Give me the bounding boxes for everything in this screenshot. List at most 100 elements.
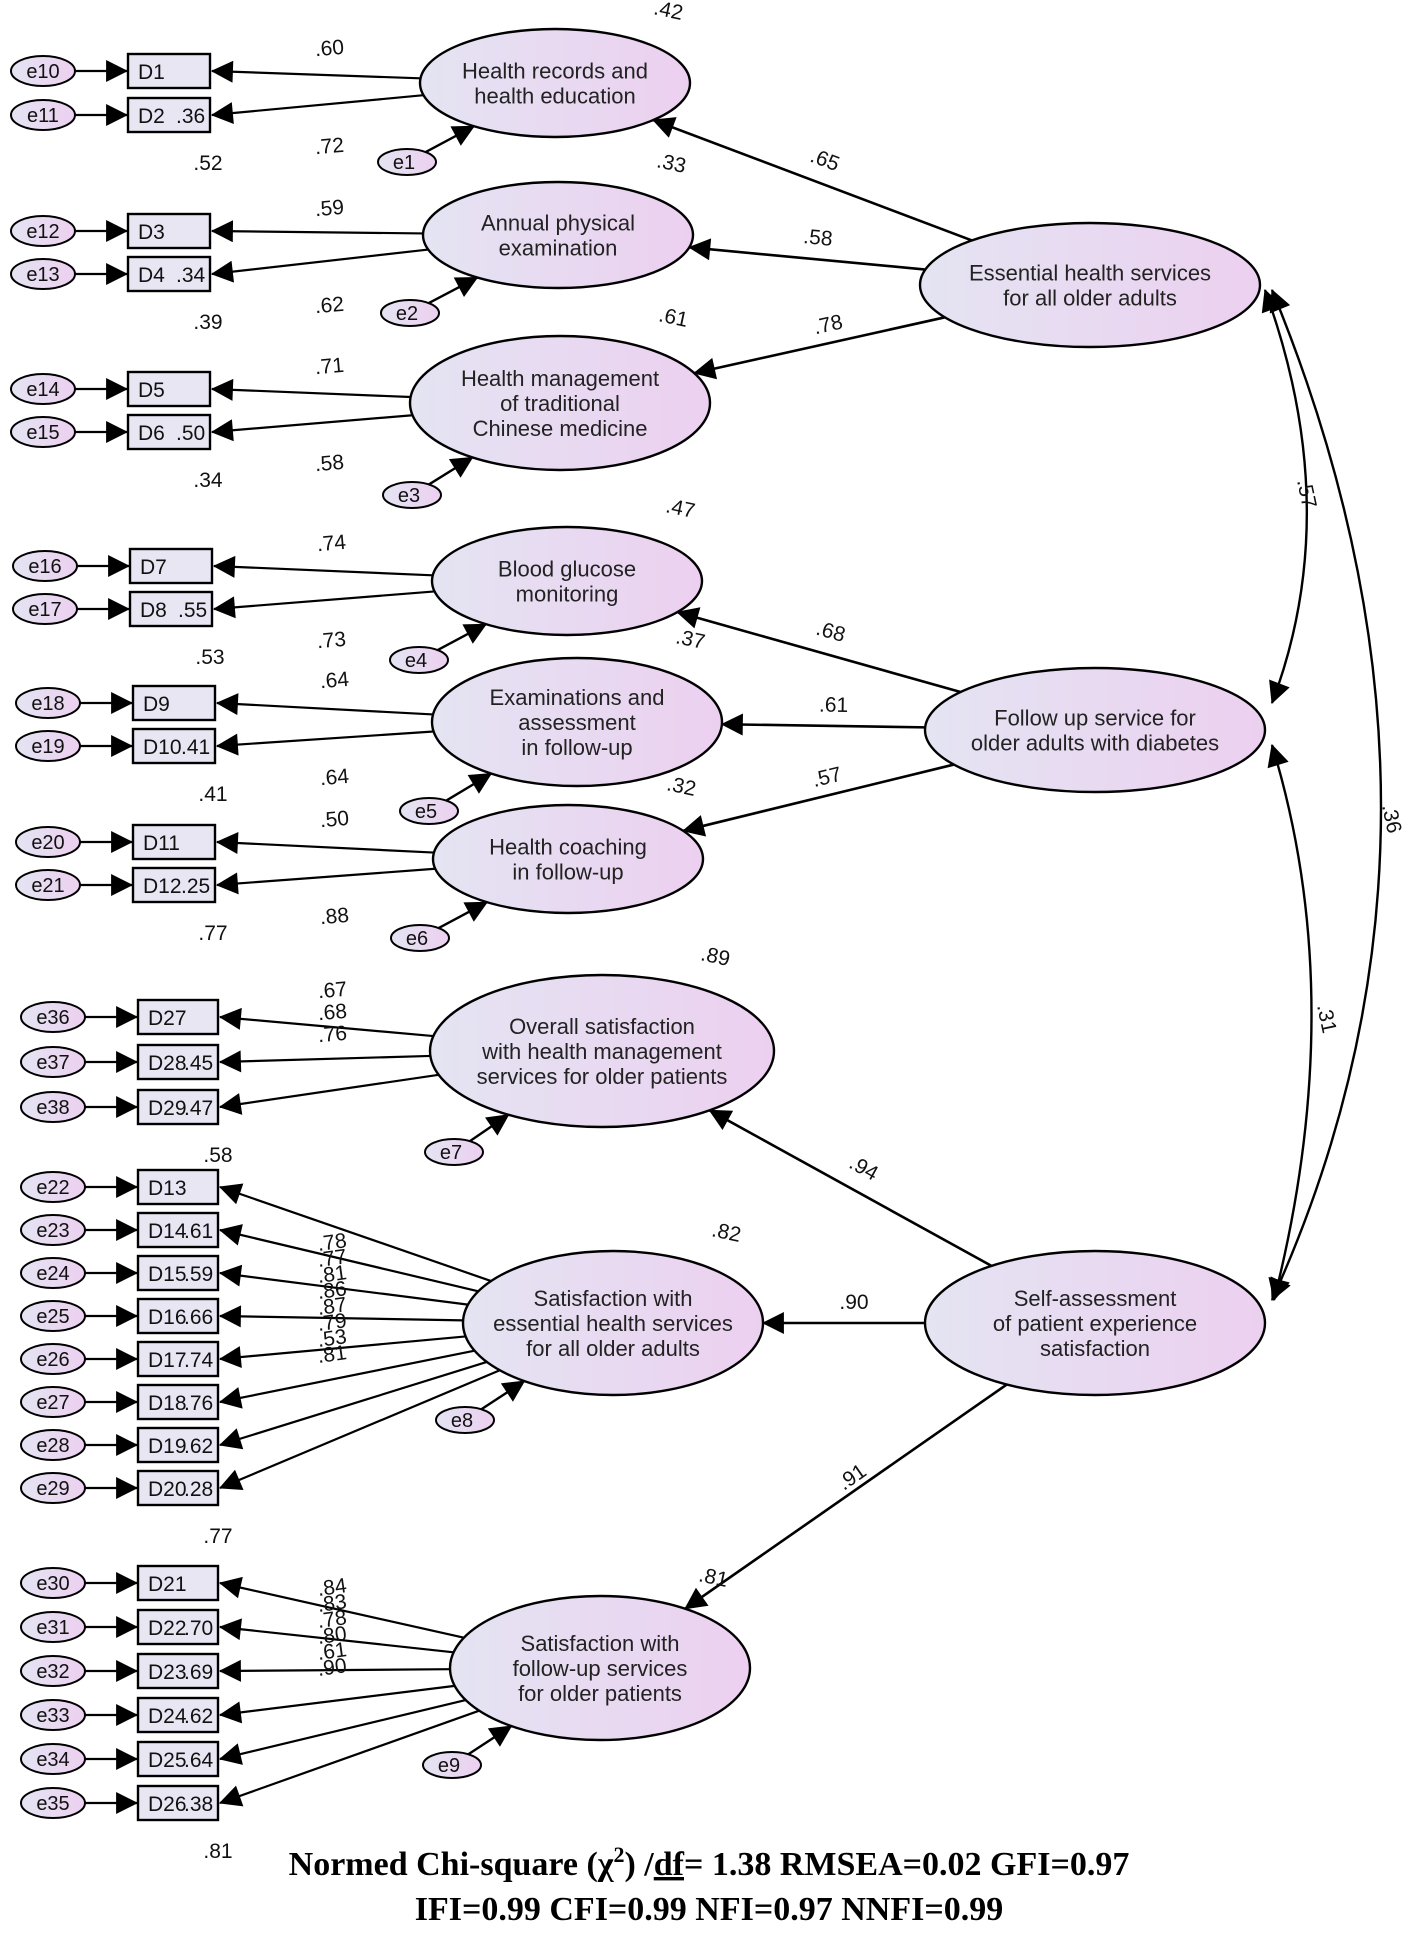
item-D19-label: D19 — [148, 1435, 187, 1458]
path-f7 — [708, 1109, 993, 1268]
loading-D11-value: .50 — [319, 807, 350, 832]
item-D8-label: D8 — [140, 599, 167, 622]
item-D16-r2: .66 — [184, 1306, 213, 1329]
item-D19-r2: .62 — [184, 1435, 213, 1458]
disturbance-e9-label: e9 — [438, 1755, 460, 1777]
error-e20 — [15, 826, 81, 858]
loading-D25-value: .61 — [316, 1638, 348, 1665]
fit-df: df — [654, 1846, 685, 1883]
loading-D9 — [215, 693, 434, 716]
loading-D26 — [218, 1709, 480, 1807]
subfactor-f8-label: for all older adults — [526, 1336, 700, 1361]
error-e16 — [12, 550, 78, 582]
factor-followup-label: older adults with diabetes — [971, 731, 1219, 756]
loading-D5 — [210, 378, 411, 401]
loading-D12 — [215, 867, 436, 895]
item-D23-r2: .69 — [184, 1661, 213, 1684]
subfactor-f5-item-r2: .41 — [198, 783, 227, 806]
loading-D16-value: .86 — [316, 1277, 348, 1304]
loading-D27 — [218, 1007, 434, 1038]
error-e23-label: e23 — [36, 1220, 69, 1242]
loading-D10-value: .64 — [319, 765, 350, 790]
error-e30-label: e30 — [36, 1573, 69, 1595]
disturbance-e8-label: e8 — [451, 1410, 473, 1432]
item-D25-r2: .64 — [184, 1749, 214, 1772]
item-D29 — [136, 1088, 220, 1126]
subfactor-f3-label: Chinese medicine — [473, 416, 648, 441]
item-D10-r2: .41 — [181, 736, 210, 759]
subfactor-f9 — [448, 1594, 752, 1742]
disturbance-e7-path — [469, 1113, 510, 1143]
loading-D3-value: .59 — [314, 196, 345, 221]
factor-selfassess — [923, 1249, 1267, 1397]
error-e28 — [20, 1429, 86, 1461]
loading-D16 — [218, 1305, 464, 1328]
item-D18 — [136, 1383, 220, 1421]
disturbance-e1-path — [425, 125, 476, 154]
loading-D4 — [210, 248, 429, 283]
factor-essential-label: Essential health services — [969, 261, 1211, 286]
item-D25 — [136, 1740, 220, 1778]
subfactor-f7-item-r2: .58 — [203, 1144, 232, 1167]
path-f4 — [676, 607, 961, 694]
error-e25 — [20, 1300, 86, 1332]
error-e12 — [10, 215, 76, 247]
disturbance-e3-label: e3 — [398, 485, 420, 507]
fit-line-2: IFI=0.99 CFI=0.99 NFI=0.97 NNFI=0.99 — [415, 1891, 1003, 1928]
loading-D13-value: .78 — [316, 1229, 348, 1256]
loading-D6-value: .58 — [314, 451, 345, 476]
loading-D3 — [210, 220, 424, 243]
item-D15 — [136, 1254, 220, 1292]
subfactor-f1-label: Health records and — [462, 59, 648, 84]
error-e31 — [20, 1611, 86, 1643]
loading-D27-value: .67 — [317, 978, 348, 1003]
error-e13 — [10, 258, 76, 290]
item-D24-r2: .62 — [184, 1705, 213, 1728]
item-D5-label: D5 — [138, 379, 165, 402]
error-e24 — [20, 1257, 86, 1289]
error-e36-label: e36 — [36, 1007, 69, 1029]
subfactor-f6 — [431, 803, 705, 915]
error-e34 — [20, 1743, 86, 1775]
item-D25-label: D25 — [148, 1749, 187, 1772]
subfactor-f9-r2: .81 — [697, 1563, 730, 1592]
subfactor-f4-item-r2: .53 — [195, 646, 224, 669]
subfactor-f6-label: Health coaching — [489, 835, 647, 860]
item-D6-label: D6 — [138, 422, 165, 445]
disturbance-e6-label: e6 — [406, 928, 428, 950]
subfactor-f3 — [408, 334, 712, 472]
loading-D13 — [218, 1183, 492, 1283]
item-D20-label: D20 — [148, 1478, 187, 1501]
disturbance-e9 — [422, 1751, 482, 1779]
factor-followup-label: Follow up service for — [994, 706, 1196, 731]
loading-D22 — [218, 1618, 454, 1654]
path-f6-value: .57 — [810, 763, 844, 792]
item-D7 — [128, 547, 214, 585]
subfactor-f7 — [428, 973, 776, 1129]
disturbance-e8-path — [480, 1380, 526, 1411]
item-D7-label: D7 — [140, 556, 167, 579]
loading-D12-value: .88 — [319, 904, 350, 929]
error-e38 — [20, 1091, 86, 1123]
item-D24 — [136, 1696, 220, 1734]
disturbance-e1-label: e1 — [393, 152, 415, 174]
item-D29-r2: .47 — [184, 1097, 213, 1120]
item-D26-r2: .38 — [184, 1793, 213, 1816]
loading-D20 — [218, 1369, 501, 1491]
subfactor-f9-label: for older patients — [518, 1681, 682, 1706]
error-e21-label: e21 — [31, 875, 64, 897]
item-D23-label: D23 — [148, 1661, 187, 1684]
loading-D29 — [218, 1073, 439, 1115]
error-e35-label: e35 — [36, 1793, 69, 1815]
loading-D24 — [218, 1684, 455, 1724]
path-lines — [75, 60, 1383, 1814]
loading-D11 — [215, 832, 435, 855]
subfactor-f6-item-r2: .77 — [198, 922, 227, 945]
path-f2-value: .58 — [802, 225, 833, 251]
path-f5 — [720, 713, 926, 736]
loading-D21 — [218, 1576, 465, 1639]
item-D6 — [126, 413, 212, 451]
disturbance-e7 — [424, 1138, 484, 1166]
error-e19 — [15, 730, 81, 762]
item-D22 — [136, 1608, 220, 1646]
